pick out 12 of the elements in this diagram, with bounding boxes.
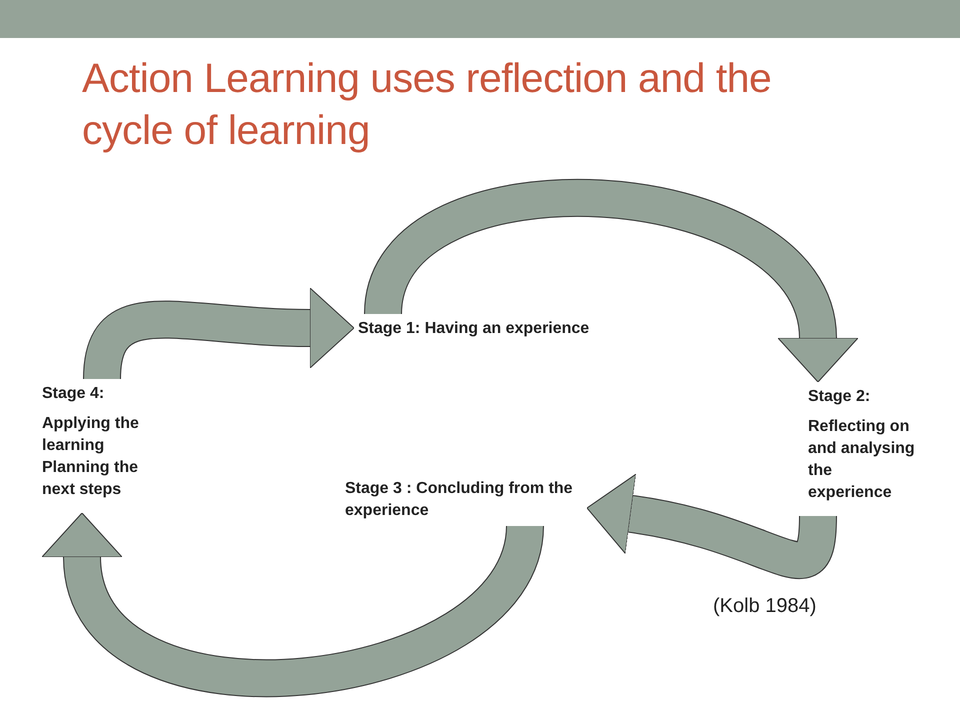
stage-description: Reflecting on and analysing the experience — [808, 417, 916, 503]
citation: (Kolb 1984) — [713, 595, 816, 618]
curved-arrow — [42, 513, 544, 697]
curved-arrow — [364, 180, 858, 382]
curved-arrow — [83, 288, 354, 381]
stage-heading: Stage 4: — [42, 384, 106, 404]
slide-title: Action Learning uses reflection and the cycle of learning — [82, 54, 772, 155]
stage-description: Applying the learning Planning the next steps — [42, 414, 140, 500]
stage-heading: Stage 2: — [808, 387, 872, 407]
curved-arrow — [586, 474, 837, 579]
stage-text: Stage 1: Having an experience — [358, 318, 638, 340]
stage-text: Stage 3 : Concluding from the experience — [345, 478, 583, 522]
